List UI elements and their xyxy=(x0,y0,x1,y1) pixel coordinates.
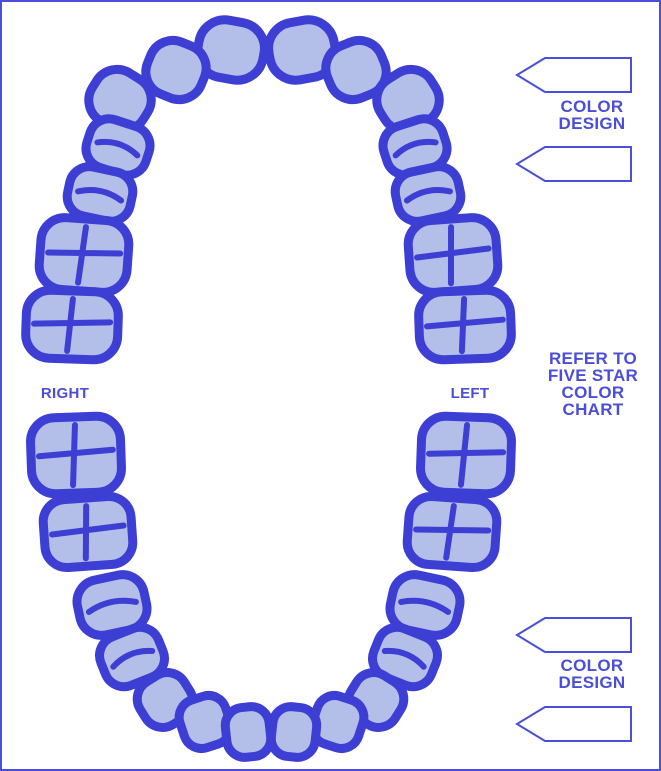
lower-arrow-top-icon xyxy=(517,618,631,652)
upper-tooth xyxy=(25,289,119,360)
upper-tooth xyxy=(407,216,500,294)
upper-tooth xyxy=(418,289,512,360)
lower-tooth xyxy=(420,415,513,494)
upper-tooth xyxy=(38,216,131,294)
lower-tooth xyxy=(42,495,135,569)
right-side-label: RIGHT xyxy=(30,385,100,402)
upper-arrow-top-icon xyxy=(517,58,631,92)
lower-tooth xyxy=(224,705,273,759)
lower-arrow-bottom-icon xyxy=(517,707,631,741)
lower-tooth-crown xyxy=(224,705,273,759)
lower-color-design-label: COLOR DESIGN xyxy=(542,657,642,691)
lower-tooth-crown xyxy=(270,705,319,759)
upper-arrow-bottom-icon xyxy=(517,147,631,181)
lower-tooth xyxy=(406,495,499,569)
refer-to-chart-note: REFER TO FIVE STAR COLOR CHART xyxy=(528,350,658,418)
lower-tooth xyxy=(30,415,123,494)
upper-color-design-label: COLOR DESIGN xyxy=(542,98,642,132)
left-side-label: LEFT xyxy=(435,385,505,402)
lower-tooth xyxy=(270,705,319,759)
